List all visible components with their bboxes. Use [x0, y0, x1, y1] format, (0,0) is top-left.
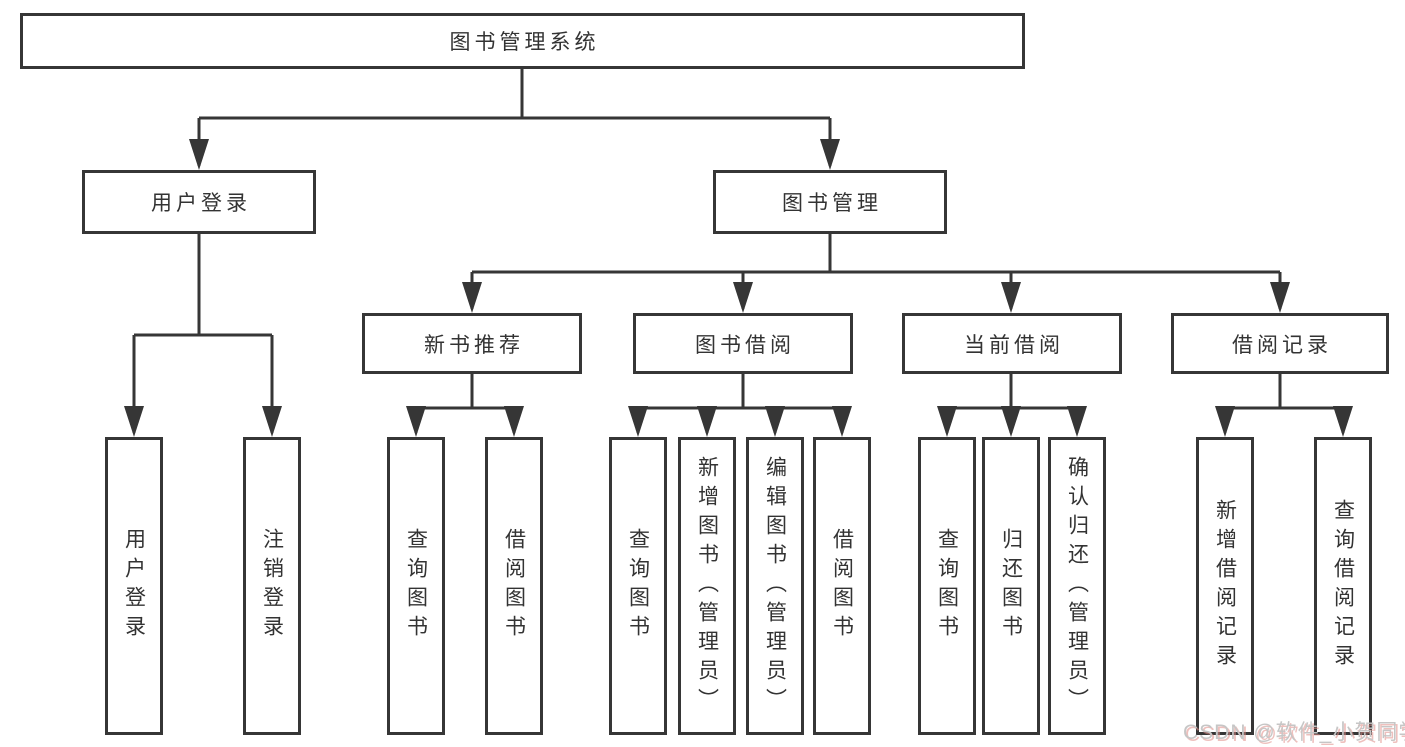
- node-leaf-logout-label: 注销登录: [260, 528, 284, 644]
- node-leaf-user-login-label: 用户登录: [122, 528, 146, 644]
- node-user-login: 用户登录: [82, 170, 316, 234]
- node-leaf-confirm-return-admin-label: 确认归还（管理员）: [1065, 455, 1089, 717]
- node-leaf-user-login: 用户登录: [105, 437, 163, 735]
- arrowhead-icon: [697, 406, 717, 437]
- node-leaf-borrow-books-1-label: 借阅图书: [502, 528, 526, 644]
- node-leaf-query-borrow-record-label: 查询借阅记录: [1331, 499, 1355, 673]
- node-leaf-add-borrow-record: 新增借阅记录: [1196, 437, 1254, 735]
- watermark: CSDN @软件_小贺同学: [1183, 721, 1405, 744]
- node-leaf-query-books-3-label: 查询图书: [935, 528, 959, 644]
- node-borrow-records-label: 借阅记录: [1232, 333, 1332, 357]
- arrowhead-icon: [189, 139, 209, 170]
- arrowhead-icon: [820, 139, 840, 170]
- arrowhead-icon: [462, 282, 482, 313]
- arrowhead-icon: [124, 406, 144, 437]
- node-new-book-recommend-label: 新书推荐: [424, 333, 524, 357]
- node-leaf-query-books-1-label: 查询图书: [404, 528, 428, 644]
- node-leaf-confirm-return-admin: 确认归还（管理员）: [1048, 437, 1106, 735]
- arrowhead-icon: [1067, 406, 1087, 437]
- node-leaf-query-books-2-label: 查询图书: [626, 528, 650, 644]
- node-leaf-borrow-books-2: 借阅图书: [813, 437, 871, 735]
- node-leaf-query-borrow-record: 查询借阅记录: [1314, 437, 1372, 735]
- node-leaf-return-books-label: 归还图书: [999, 528, 1023, 644]
- arrowhead-icon: [1270, 282, 1290, 313]
- node-leaf-query-books-2: 查询图书: [609, 437, 667, 735]
- arrowhead-icon: [504, 406, 524, 437]
- arrowhead-icon: [1001, 282, 1021, 313]
- node-leaf-return-books: 归还图书: [982, 437, 1040, 735]
- arrowhead-icon: [733, 282, 753, 313]
- arrowhead-icon: [406, 406, 426, 437]
- node-book-management: 图书管理: [713, 170, 947, 234]
- node-root-label: 图书管理系统: [449, 31, 600, 54]
- node-leaf-edit-books-admin-label: 编辑图书（管理员）: [763, 455, 787, 717]
- node-current-borrow: 当前借阅: [902, 313, 1122, 374]
- node-current-borrow-label: 当前借阅: [964, 333, 1064, 357]
- arrowhead-icon: [262, 406, 282, 437]
- node-leaf-add-books-admin-label: 新增图书（管理员）: [695, 455, 719, 717]
- arrowhead-icon: [1215, 406, 1235, 437]
- arrowhead-icon: [765, 406, 785, 437]
- node-user-login-label: 用户登录: [151, 192, 251, 215]
- node-leaf-borrow-books-2-label: 借阅图书: [830, 528, 854, 644]
- node-borrow-records: 借阅记录: [1171, 313, 1389, 374]
- arrowhead-icon: [937, 406, 957, 437]
- node-root: 图书管理系统: [20, 13, 1025, 69]
- arrowhead-icon: [832, 406, 852, 437]
- node-leaf-query-books-3: 查询图书: [918, 437, 976, 735]
- node-leaf-logout: 注销登录: [243, 437, 301, 735]
- node-leaf-add-books-admin: 新增图书（管理员）: [678, 437, 736, 735]
- node-leaf-add-borrow-record-label: 新增借阅记录: [1213, 499, 1237, 673]
- node-book-borrow-label: 图书借阅: [695, 333, 795, 357]
- arrowhead-icon: [1333, 406, 1353, 437]
- node-book-borrow: 图书借阅: [633, 313, 853, 374]
- node-leaf-borrow-books-1: 借阅图书: [485, 437, 543, 735]
- node-leaf-query-books-1: 查询图书: [387, 437, 445, 735]
- arrowhead-icon: [1001, 406, 1021, 437]
- node-leaf-edit-books-admin: 编辑图书（管理员）: [746, 437, 804, 735]
- arrowhead-icon: [628, 406, 648, 437]
- node-new-book-recommend: 新书推荐: [362, 313, 582, 374]
- node-book-management-label: 图书管理: [782, 192, 882, 215]
